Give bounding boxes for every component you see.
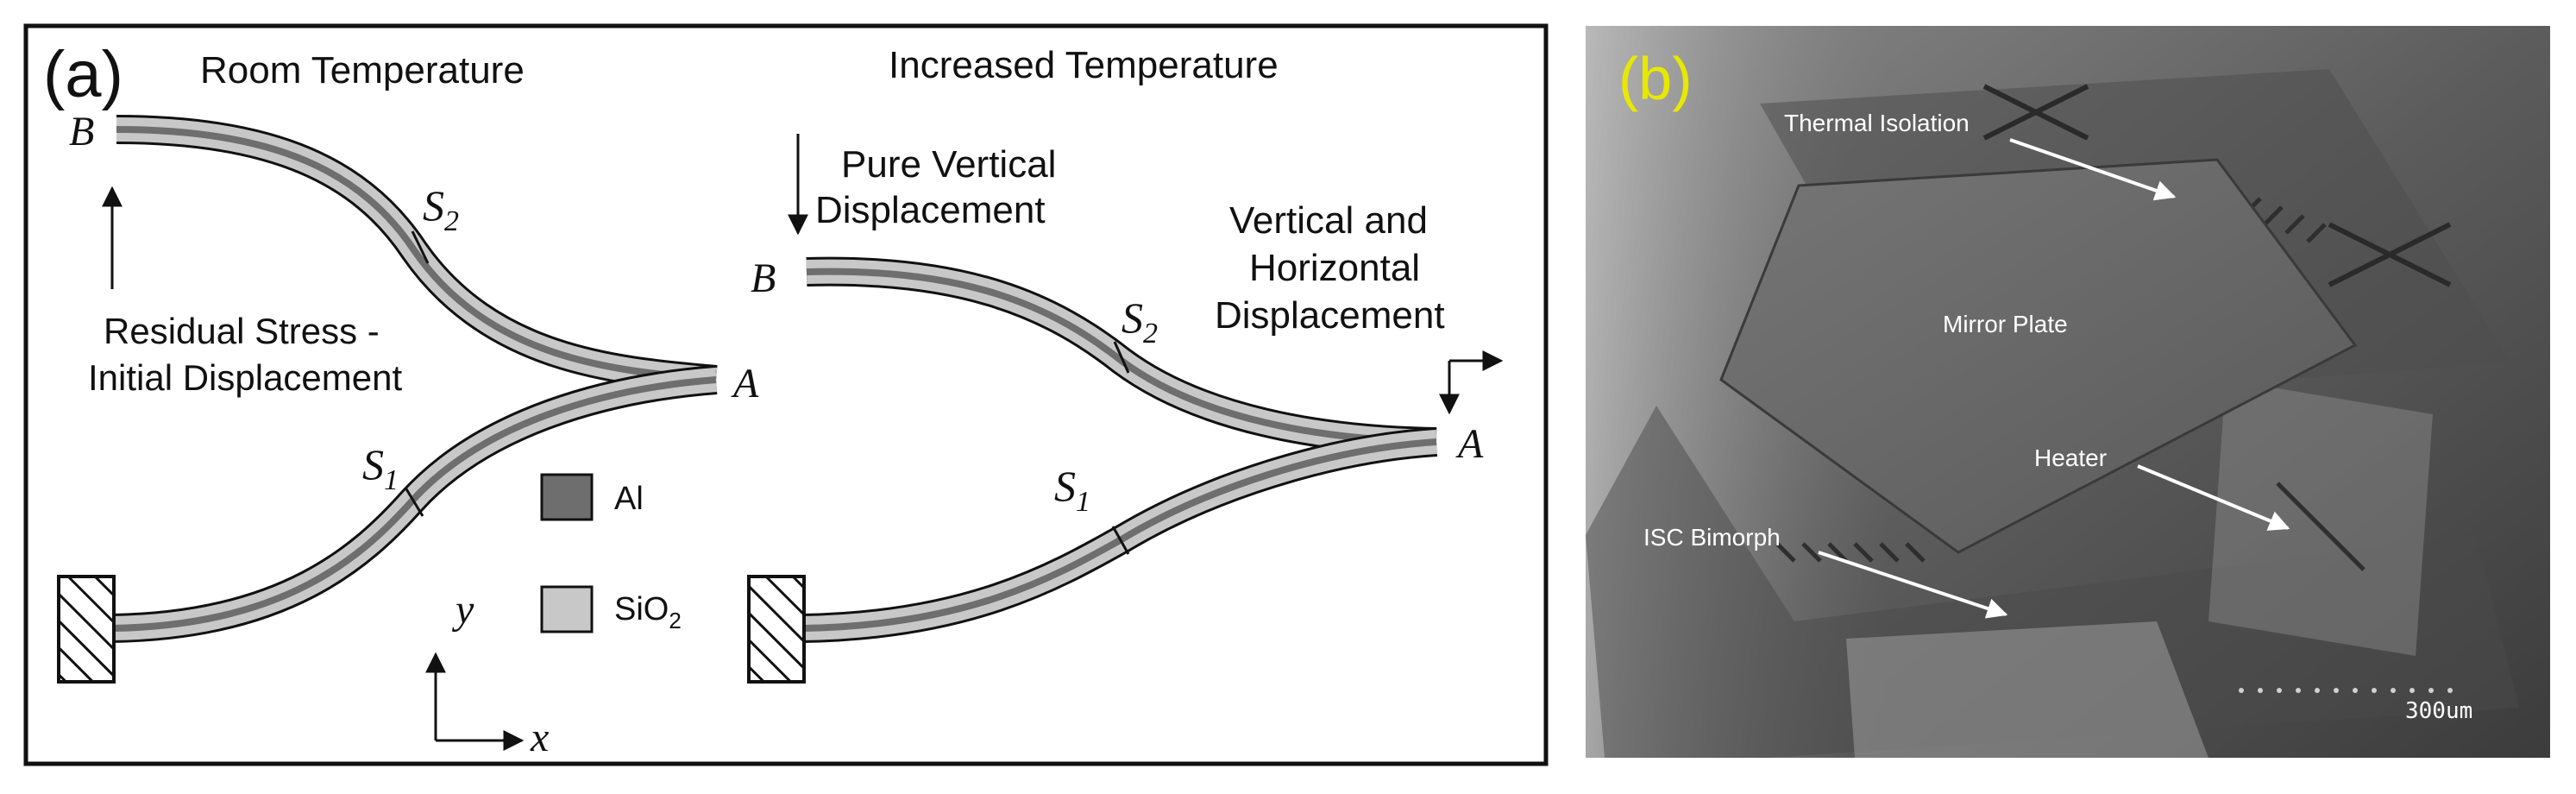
anchor-hatch-left	[57, 575, 116, 684]
upper-beam-al	[116, 126, 717, 383]
increased-temperature-title: Increased Temperature	[889, 44, 1279, 86]
isc-bimorph-label: ISC Bimorph	[1643, 524, 1781, 551]
mirror-plate-label: Mirror Plate	[1943, 311, 2068, 337]
legend-sio2-label: SiO2	[614, 591, 682, 633]
sem-substrate-shadow	[1586, 406, 2519, 758]
y-axis-label: y	[451, 587, 474, 633]
sem-actuator-stripes-bottom	[1775, 542, 1926, 563]
s1-segment-mark-hot	[1111, 526, 1130, 555]
s2-label-left: S2	[423, 181, 459, 237]
point-a-left: A	[731, 361, 759, 406]
sem-debris-right	[2208, 380, 2433, 656]
point-b-right: B	[751, 255, 776, 301]
heater-label: Heater	[2034, 444, 2107, 471]
legend-al-label: Al	[614, 481, 644, 517]
isc-bimorph-arrow	[1818, 551, 2008, 619]
s1-label-right: S1	[1054, 462, 1090, 518]
mirror-plate-shape	[1719, 158, 2358, 554]
scale-bar-label: 300um	[2405, 698, 2472, 724]
point-a-right: A	[1455, 421, 1484, 467]
panel-b: (b) Thermal Isolation Mirror Plate Heate…	[1586, 26, 2550, 758]
s2-label-right: S2	[1122, 293, 1158, 350]
panel-b-label: (b)	[1618, 45, 1693, 112]
s1-segment-mark	[404, 487, 424, 517]
x-axis-label: x	[530, 715, 549, 760]
pure-vertical-line2: Displacement	[815, 189, 1046, 231]
point-b-left: B	[69, 109, 94, 154]
vertical-horizontal-line1: Vertical and	[1229, 199, 1428, 242]
pure-vertical-line1: Pure Vertical	[841, 143, 1056, 186]
heater-arrow	[2137, 464, 2290, 531]
thermal-isolation-label: Thermal Isolation	[1784, 110, 1970, 136]
legend-sio2-swatch	[540, 585, 594, 633]
s2-segment-mark	[411, 230, 430, 264]
sem-actuator-stripes-right	[2276, 482, 2366, 571]
room-beams	[57, 115, 718, 684]
legend-al-swatch	[540, 473, 594, 521]
anchor-hatch-right	[747, 575, 806, 684]
thermal-isolation-arrow	[2009, 138, 2177, 201]
panel-a-label: (a)	[43, 38, 123, 111]
increased-beams	[747, 256, 1438, 684]
room-temperature-title: Room Temperature	[200, 49, 525, 91]
upper-beam-hot-al	[806, 268, 1437, 445]
sem-scale-dots	[2239, 688, 2453, 693]
sem-debris-light	[1846, 621, 2208, 758]
vertical-horizontal-line3: Displacement	[1215, 294, 1445, 337]
vertical-horizontal-line2: Horizontal	[1249, 247, 1420, 289]
residual-stress-line1: Residual Stress -	[104, 311, 380, 351]
panel-a: (a) Room Temperature Increased Temperatu…	[23, 23, 1549, 766]
s2-segment-mark-hot	[1113, 341, 1130, 374]
residual-stress-line2: Initial Displacement	[88, 357, 402, 398]
s1-label-left: S1	[362, 440, 399, 496]
sem-thermal-isolation-x	[1982, 84, 2452, 287]
